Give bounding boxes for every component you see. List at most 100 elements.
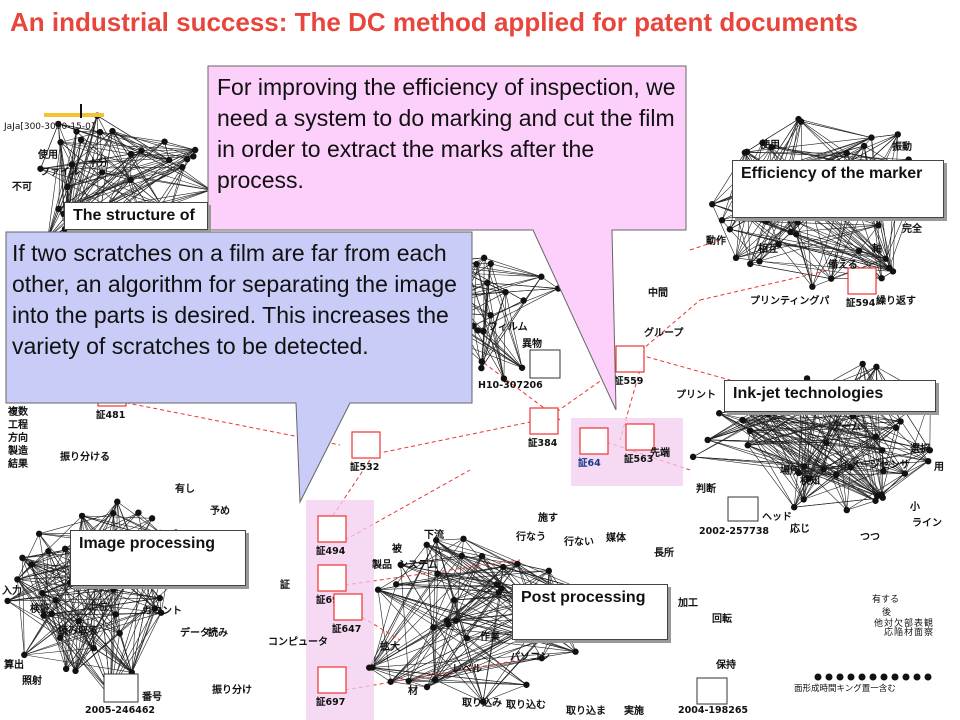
network-edge [729,228,894,272]
network-edge [707,439,883,499]
network-edge [164,141,196,151]
network-word: 複数 [7,405,29,418]
network-edge [490,263,542,278]
network-edge [69,130,113,207]
network-edge [482,684,527,703]
network-edge [377,589,391,682]
network-word: 用 [933,461,944,473]
marker-label: 証594 [846,297,876,309]
network-edge [803,469,824,500]
network-node [726,226,734,233]
network-edge [400,564,498,585]
network-node [875,222,882,229]
network-edge [466,637,576,653]
label-efficiency: Efficiency of the marker [732,160,944,218]
legend-item: 観察 [922,618,932,636]
network-edge [749,430,795,508]
network-edge [750,263,832,279]
network-node [14,576,21,583]
legend-dot [847,673,855,681]
network-edge [131,612,162,673]
label-structure: The structure of [64,202,208,230]
network-edge [803,478,810,500]
network-edge [746,137,872,153]
network-edge [476,264,505,379]
network-edge [823,460,929,470]
marker-label: 証559 [614,375,643,387]
network-node [787,228,794,236]
network-edge [131,153,194,157]
network-node [538,273,545,280]
network-edge [17,579,25,655]
legend-dot [913,673,921,681]
marker-label: 証697 [316,696,345,708]
network-edge [408,620,448,682]
network-edge [38,533,53,614]
network-edge [435,540,484,702]
dashed-link [344,559,521,586]
network-edge [43,615,132,673]
network-edge [742,419,883,498]
network-edge [80,139,170,161]
network-edge [408,679,435,682]
legend-dot [902,673,910,681]
network-node [892,424,900,431]
network-edge [117,501,161,534]
network-node [879,494,886,501]
network-word: 有し [175,482,195,495]
network-node [775,241,782,248]
network-node [746,427,754,435]
network-node [57,139,64,146]
network-word: コンピュータ [268,636,328,648]
dashed-link [619,369,641,441]
network-edge [69,159,170,207]
network-node [109,127,116,135]
network-edge [82,515,153,519]
network-edge [377,589,449,625]
pink-callout-bubble [207,65,687,411]
network-word: イメージセンサ [840,459,910,471]
network-node [718,217,726,224]
network-node [114,498,121,505]
network-edge [745,411,876,502]
network-word: 備える [828,258,858,271]
network-edge [43,615,79,622]
network-word: プリンティングパ [750,294,829,307]
network-edge [797,221,886,260]
network-edge [846,473,906,511]
network-edge [483,282,488,332]
network-edge [767,413,804,500]
label-inkjet: Ink-jet technologies [724,380,936,412]
network-edge [372,555,483,668]
network-edge [31,564,120,634]
marker-box [625,423,655,451]
network-edge [778,244,813,287]
network-edge [112,130,211,191]
legend-dot [891,673,899,681]
network-word: 判断 [696,482,716,495]
network-edge [67,172,103,188]
network-word: 製造 [7,444,29,457]
network-word: 読み取る [58,624,98,637]
network-edge [463,538,582,590]
network-node [156,594,164,602]
network-edge [60,141,196,151]
dashed-link [329,459,371,521]
dashed-link [689,239,721,251]
legend: 有する 後 部材 表面 観察 欠陥 対応 他 [872,592,932,636]
network-edge [437,573,502,589]
network-edge [41,593,45,616]
network-edge [800,409,883,498]
marker-label: 証563 [624,453,653,465]
network-word: 完全 [902,222,923,235]
network-edge [112,130,162,206]
network-node [879,447,886,454]
network-edge [719,412,929,462]
network-edge [24,647,94,656]
network-edge [745,411,878,497]
legend-footer: 面形成時間キング置一含む [794,684,896,694]
network-node [480,254,488,262]
network-edge [78,614,116,622]
network-word: グループ [644,326,684,339]
network-edge [67,115,98,188]
